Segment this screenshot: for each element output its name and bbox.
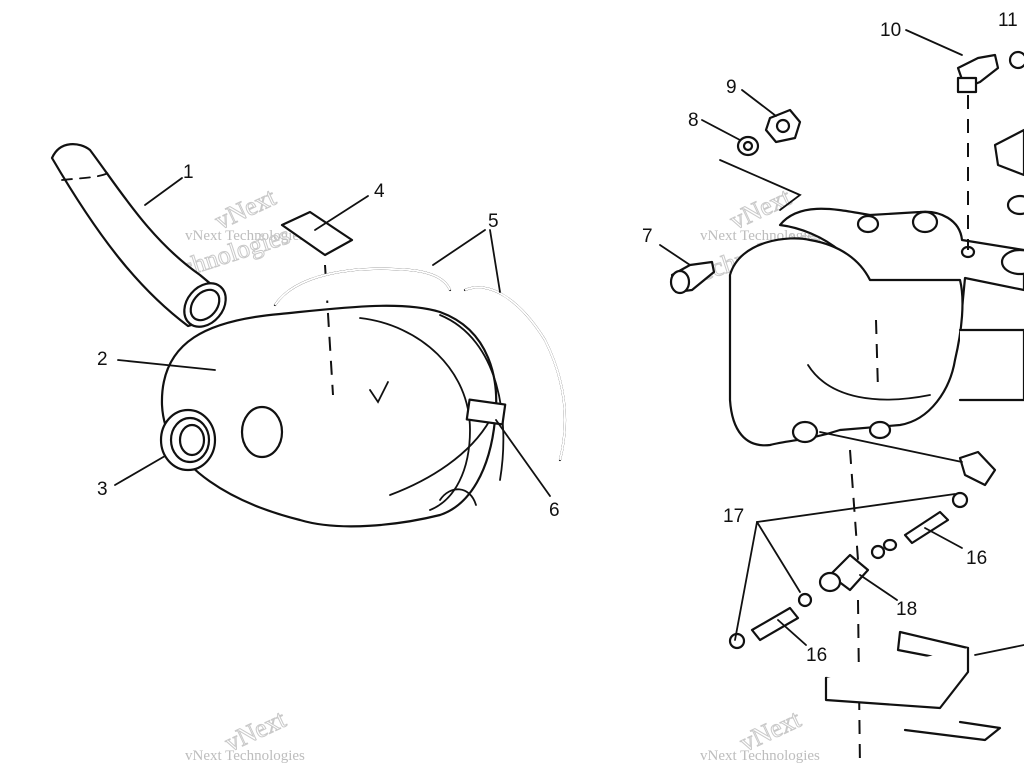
part-9-nut [764,108,802,144]
watermark-left-bottom: vNext Technologies vNext [185,703,305,764]
callout-16-upper: 16 [966,548,987,569]
elbow-fitting [819,431,997,487]
leader-lines [114,29,963,646]
watermark-text: vNext Technologies [185,228,305,244]
callout-9: 9 [726,77,737,98]
callout-5: 5 [488,211,499,232]
lower-bracket [824,630,1024,742]
callout-1: 1 [183,162,194,183]
watermark-text: vNext Technologies [185,748,305,764]
callout-4: 4 [374,181,385,202]
part-11-fitting [1008,50,1024,70]
part-4-decal [280,210,354,396]
callout-3: 3 [97,479,108,500]
callout-7: 7 [642,226,653,247]
watermark-right-bottom: vNext Technologies vNext [700,703,820,764]
callout-11: 11 [998,10,1018,31]
callout-8: 8 [688,110,699,131]
callout-10: 10 [880,20,901,41]
filler-cap [993,128,1024,276]
callouts: 1 2 3 4 5 6 7 8 9 10 11 16 16 17 18 [97,10,1018,666]
part-7-bolt [669,260,716,295]
part-18-filter [818,538,898,593]
reservoir-tank [728,237,1024,447]
part-2-tank [160,304,507,528]
part-5-straps [273,267,567,462]
callout-17: 17 [723,506,744,527]
part-10-fitting [956,53,1000,250]
callout-18: 18 [896,599,917,620]
part-16-hose-lower [728,592,813,650]
callout-16-lower: 16 [806,645,827,666]
callout-6: 6 [549,500,560,521]
watermark-text: vNext Technologies [700,748,820,764]
part-8-washer [736,135,760,157]
part-1-hose [50,143,227,328]
part-3-grommet [159,408,217,472]
part-16-hose-upper [903,491,969,545]
callout-2: 2 [97,349,108,370]
leader-bracket [719,159,802,211]
centerline [849,449,859,561]
